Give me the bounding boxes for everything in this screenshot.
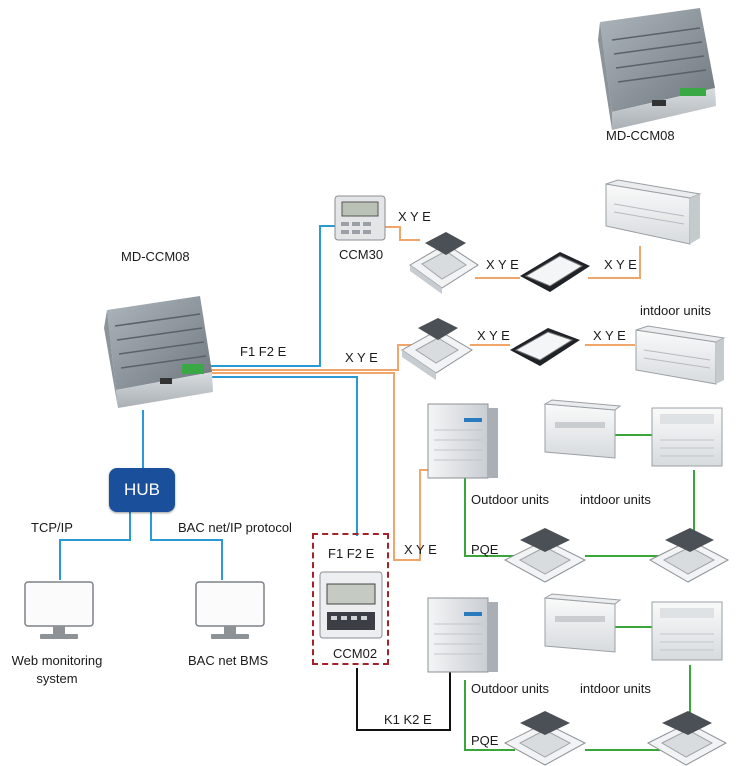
tcpip-label: TCP/IP (31, 520, 73, 535)
xye-gateway-label: X Y E (345, 350, 378, 365)
wire-xye-row1-right (588, 246, 641, 279)
console-lower2-left (543, 593, 622, 653)
outdoor-units-1-label: Outdoor units (471, 492, 550, 507)
wire-k1k2e (356, 668, 451, 731)
xye-lower-label: X Y E (404, 542, 437, 557)
ccm02-label: CCM02 (333, 646, 378, 661)
web-monitoring-label-line1: Web monitoring (11, 653, 103, 668)
wires-orange (206, 226, 641, 561)
wires-black (356, 668, 451, 731)
web-monitoring-label-line2: system (36, 671, 78, 686)
wires-green (464, 434, 695, 751)
xye-row1-right-label: X Y E (604, 257, 637, 272)
gateway-top-label: MD-CCM08 (606, 128, 675, 143)
wire-xye-ccm30-row1 (385, 226, 420, 241)
outdoor-units-2-label: Outdoor units (471, 681, 550, 696)
outdoor-unit-2 (427, 597, 498, 673)
cassette-row2-left (401, 318, 473, 380)
cassette-row1-left (409, 232, 479, 294)
wire-f1f2e-to-ccm30 (206, 225, 335, 367)
pqe-1-label: PQE (471, 542, 499, 557)
cassette-lower2-left (503, 711, 587, 766)
wire-hub-to-bms (150, 510, 223, 580)
gateway-main-label: MD-CCM08 (121, 249, 190, 264)
ceiling-row2-right (635, 325, 726, 385)
gateway-main-image (104, 296, 213, 408)
pqe-2-label: PQE (471, 733, 499, 748)
cassette-units (401, 232, 730, 766)
wire-pqe-2 (464, 680, 515, 751)
wire-gateway-to-ccm02 (206, 376, 358, 536)
wire-xye-gateway-row2 (206, 344, 412, 371)
ccm30-label: CCM30 (339, 247, 384, 262)
gateway-top-image (598, 8, 716, 130)
bacnet-protocol-label: BAC net/IP protocol (178, 520, 292, 535)
ccm02-image (319, 571, 383, 639)
cassette-row2-mid (510, 328, 580, 366)
k1k2e-label: K1 K2 E (384, 712, 432, 727)
f1f2e-box-label: F1 F2 E (328, 546, 375, 561)
xye-row1-mid-label: X Y E (486, 257, 519, 272)
cassette-lower2-right (646, 711, 728, 766)
f1f2e-top-label: F1 F2 E (240, 344, 287, 359)
outdoor-units (427, 403, 498, 673)
xye-ccm30-label: X Y E (398, 209, 431, 224)
cassette-row1-mid (520, 252, 590, 292)
wire-pqe-1 (464, 470, 515, 557)
wire-xye-gateway-lower (206, 372, 432, 561)
console-lower1-right (651, 407, 723, 467)
hub: HUB (109, 468, 175, 512)
xye-row2-right-label: X Y E (593, 328, 626, 343)
web-monitoring-computer (24, 581, 94, 639)
bacnet-bms-computer (195, 581, 265, 639)
indoor-units-row2-label: intdoor units (640, 303, 711, 318)
ceiling-units (543, 179, 726, 661)
computers (24, 581, 265, 639)
indoor-units-1-label: intdoor units (580, 492, 651, 507)
console-lower2-right (651, 601, 723, 661)
ccm30-image (334, 195, 386, 241)
indoor-units-2-label: intdoor units (580, 681, 651, 696)
ceiling-row1-right (605, 179, 702, 245)
wires-blue (59, 225, 358, 580)
outdoor-unit-1 (427, 403, 498, 479)
console-lower1-left (543, 399, 622, 459)
xye-row2-mid-label: X Y E (477, 328, 510, 343)
bacnet-bms-label: BAC net BMS (188, 653, 269, 668)
cassette-lower1-left (503, 528, 587, 583)
wire-hub-to-web (59, 510, 131, 580)
ccm02-dashed-frame (312, 533, 389, 665)
cassette-lower1-right (648, 528, 730, 583)
